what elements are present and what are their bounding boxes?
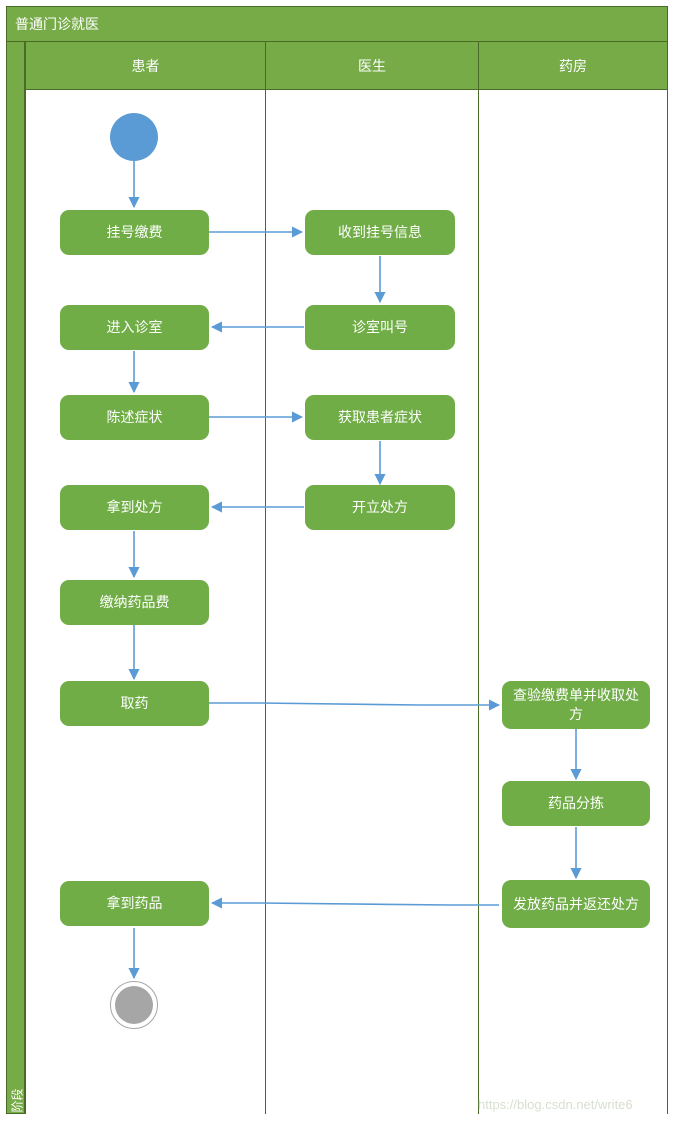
phase-band: 阶段 [6, 42, 25, 1114]
activity-register-and-pay[interactable]: 挂号缴费 [60, 210, 209, 255]
watermark: https://blog.csdn.net/write6 [478, 1097, 633, 1112]
activity-enter-consulting-room[interactable]: 进入诊室 [60, 305, 209, 350]
lane-header-patient: 患者 [25, 42, 266, 90]
activity-get-patient-symptoms[interactable]: 获取患者症状 [305, 395, 455, 440]
activity-state-symptoms[interactable]: 陈述症状 [60, 395, 209, 440]
end-node-inner-disc [115, 986, 153, 1024]
activity-get-prescription[interactable]: 拿到处方 [60, 485, 209, 530]
activity-verify-receipt-collect-prescription[interactable]: 查验缴费单并收取处方 [502, 681, 650, 729]
lane-header-doctor: 医生 [265, 42, 479, 90]
activity-sort-medicine[interactable]: 药品分拣 [502, 781, 650, 826]
lane-header-pharmacy: 药房 [478, 42, 668, 90]
activity-collect-medicine[interactable]: 取药 [60, 681, 209, 726]
end-node[interactable] [110, 981, 158, 1029]
activity-write-prescription[interactable]: 开立处方 [305, 485, 455, 530]
activity-receive-medicine[interactable]: 拿到药品 [60, 881, 209, 926]
lane-body-doctor [265, 90, 479, 1114]
activity-call-number[interactable]: 诊室叫号 [305, 305, 455, 350]
phase-label: 阶段 [10, 1088, 25, 1113]
activity-receive-registration-info[interactable]: 收到挂号信息 [305, 210, 455, 255]
start-node[interactable] [110, 113, 158, 161]
activity-pay-medicine-fee[interactable]: 缴纳药品费 [60, 580, 209, 625]
diagram-title: 普通门诊就医 [6, 6, 668, 42]
activity-dispense-medicine-return-prescription[interactable]: 发放药品并返还处方 [502, 880, 650, 928]
lane-body-pharmacy [478, 90, 668, 1114]
